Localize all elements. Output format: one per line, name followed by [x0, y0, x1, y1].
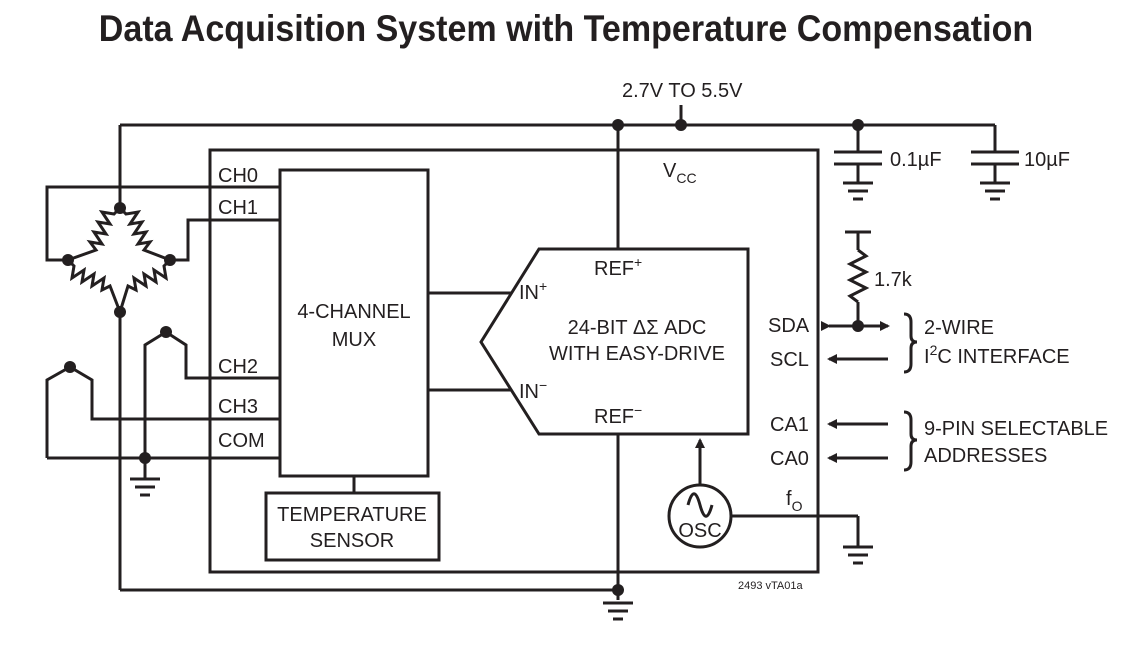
- mux-label-line2: MUX: [332, 329, 376, 351]
- thermocouple-1-junction: [160, 326, 172, 338]
- ch3-label: CH3: [218, 396, 258, 418]
- osc-label: OSC: [678, 520, 721, 542]
- sda-label: SDA: [768, 315, 810, 337]
- diagram-title: Data Acquisition System with Temperature…: [98, 8, 1034, 49]
- address-label-line1: 9-PIN SELECTABLE: [924, 418, 1108, 440]
- address-label-line2: ADDRESSES: [924, 445, 1047, 467]
- i2c-label-line2: I2C INTERFACE: [924, 342, 1070, 368]
- supply-label: 2.7V TO 5.5V: [622, 80, 743, 102]
- rail-node-supply: [675, 119, 687, 131]
- ca0-label: CA0: [770, 448, 809, 470]
- ref-plus-label: REF+: [594, 254, 642, 280]
- mux-block: [278, 168, 430, 478]
- ref-minus-label: REF−: [594, 402, 642, 428]
- ch1-label: CH1: [218, 197, 258, 219]
- fo-label: fO: [786, 488, 803, 514]
- chip-outline: [208, 148, 820, 574]
- thermocouple-2: [45, 365, 280, 458]
- sda-node: [852, 320, 864, 332]
- figure-id: 2493 vTA01a: [738, 580, 804, 592]
- cap1-node: [852, 119, 864, 131]
- sensor-bridge: [66, 206, 172, 313]
- mux-label-line1: 4-CHANNEL: [297, 301, 410, 323]
- ca1-label: CA1: [770, 414, 809, 436]
- ch0-label: CH0: [218, 165, 258, 187]
- thermocouple-2-junction: [64, 361, 76, 373]
- bridge-node-bottom: [114, 306, 126, 318]
- sine-icon: [686, 492, 714, 518]
- ground-symbol-com: [130, 477, 160, 497]
- scl-label: SCL: [770, 349, 809, 371]
- com-label: COM: [218, 430, 265, 452]
- ch2-label: CH2: [218, 356, 258, 378]
- bridge-node-top: [114, 202, 126, 214]
- ground-node: [612, 584, 624, 596]
- ch1-wire: [170, 218, 280, 262]
- ground-symbol-fo: [843, 545, 873, 565]
- ground-symbol-main: [603, 601, 633, 621]
- address-brace: [903, 410, 918, 472]
- in-plus-label: IN+: [519, 278, 547, 304]
- i2c-label-line1: 2-WIRE: [924, 317, 994, 339]
- i2c-brace: [903, 312, 918, 374]
- cap2-label: 10µF: [1024, 149, 1070, 171]
- pullup-resistor: [845, 230, 871, 326]
- vcc-label: VCC: [663, 160, 697, 186]
- rail-node-vcc: [612, 119, 624, 131]
- in-minus-label: IN−: [519, 377, 547, 403]
- temperature-sensor-block: [264, 491, 441, 562]
- ch0-wire: [45, 185, 280, 262]
- resistor-label: 1.7k: [874, 269, 913, 291]
- temp-sensor-line1: TEMPERATURE: [277, 504, 427, 526]
- thermocouple-1: [143, 330, 280, 458]
- adc-block: [479, 247, 750, 436]
- adc-label-line1: 24-BIT ΔΣ ADC: [568, 317, 707, 339]
- capacitor-0-1uf: [834, 125, 882, 201]
- temp-sensor-line2: SENSOR: [310, 530, 394, 552]
- cap1-label: 0.1µF: [890, 149, 942, 171]
- capacitor-10uf: [971, 125, 1019, 201]
- adc-label-line2: WITH EASY-DRIVE: [549, 343, 725, 365]
